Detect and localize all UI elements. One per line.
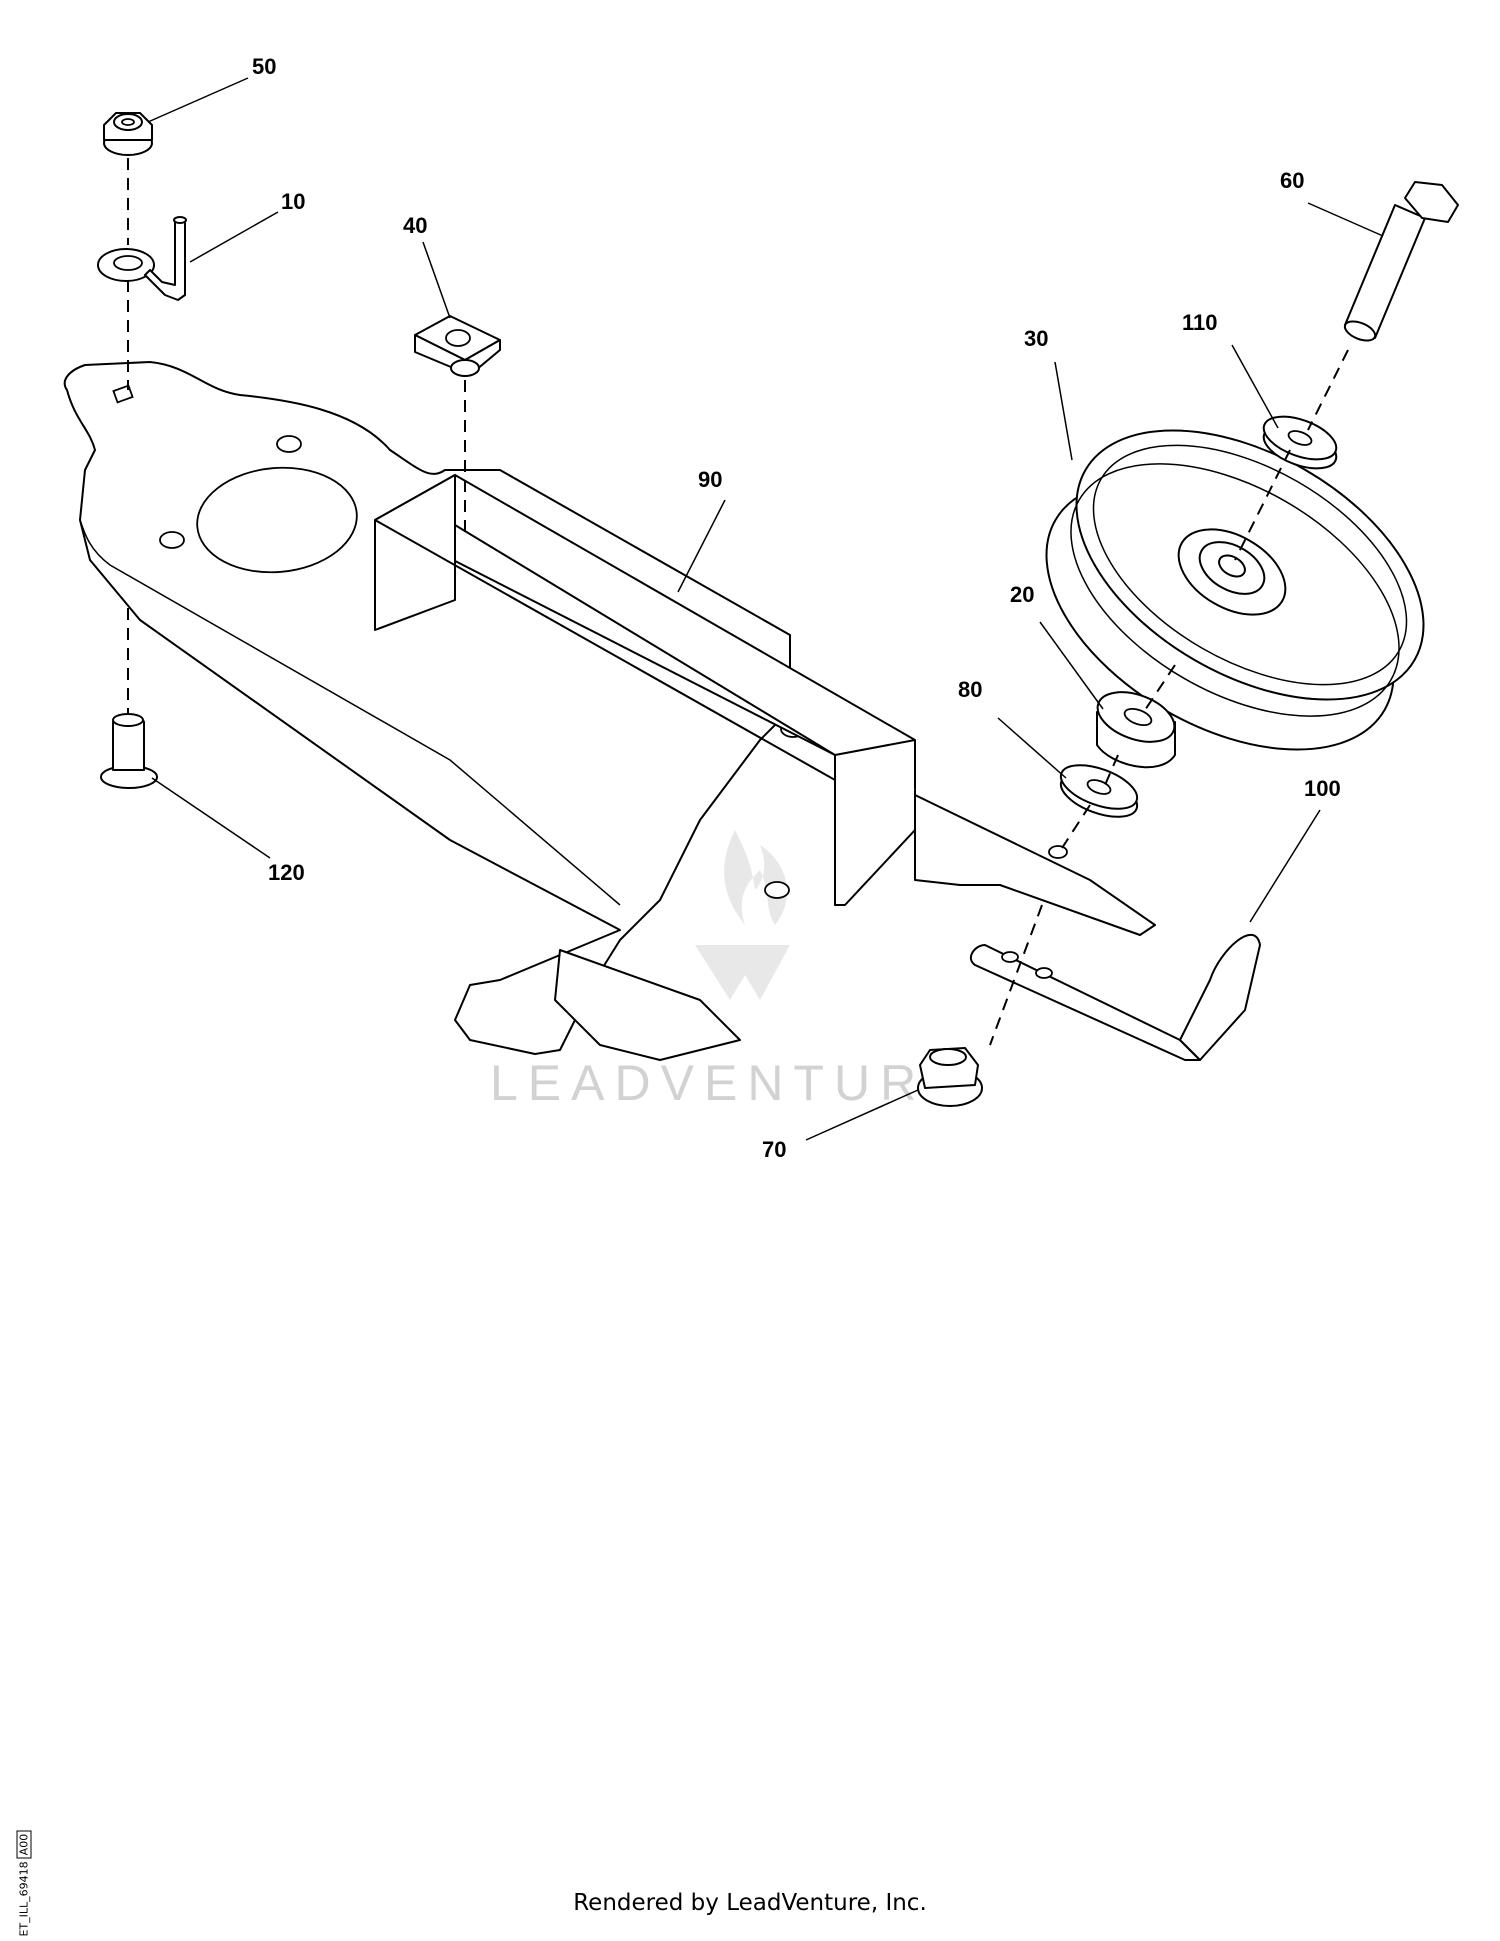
washer-110 [1262,415,1338,470]
drawing-id: ET_ILL_69418A00 [16,1817,32,1937]
callout-20[interactable]: 20 [1010,582,1034,607]
callout-120[interactable]: 120 [268,860,305,885]
callout-30[interactable]: 30 [1024,326,1048,351]
callout-70[interactable]: 70 [762,1137,786,1162]
lock-nut-50 [103,112,153,156]
shoulder-bolt-120 [100,713,158,789]
watermark-logo [695,830,790,1000]
pulley-30 [1045,429,1425,751]
callout-90[interactable]: 90 [698,467,722,492]
flange-nut-70 [917,1047,983,1107]
callout-100[interactable]: 100 [1304,776,1341,801]
eye-pin-10 [97,216,187,301]
bolt-60 [1343,181,1459,342]
spacer-20 [1096,691,1176,769]
callout-labels: 50 10 40 60 110 30 90 20 80 100 120 70 [252,54,1341,1162]
callout-60[interactable]: 60 [1280,168,1304,193]
callout-80[interactable]: 80 [958,677,982,702]
watermark-text: LEADVENTURE [490,1055,970,1111]
leader-lines [147,77,1384,1141]
washer-80 [1059,764,1139,818]
callout-10[interactable]: 10 [281,189,305,214]
main-bracket-90 [63,361,1156,1061]
drawing-revision: A00 [16,1830,32,1859]
callout-50[interactable]: 50 [252,54,276,79]
callout-40[interactable]: 40 [403,213,427,238]
render-credit: Rendered by LeadVenture, Inc. [573,1890,927,1916]
belt-guide-100 [969,933,1261,1061]
assembly-lines [127,158,1349,1046]
clip-nut-40 [414,315,501,377]
callout-110[interactable]: 110 [1182,310,1218,335]
